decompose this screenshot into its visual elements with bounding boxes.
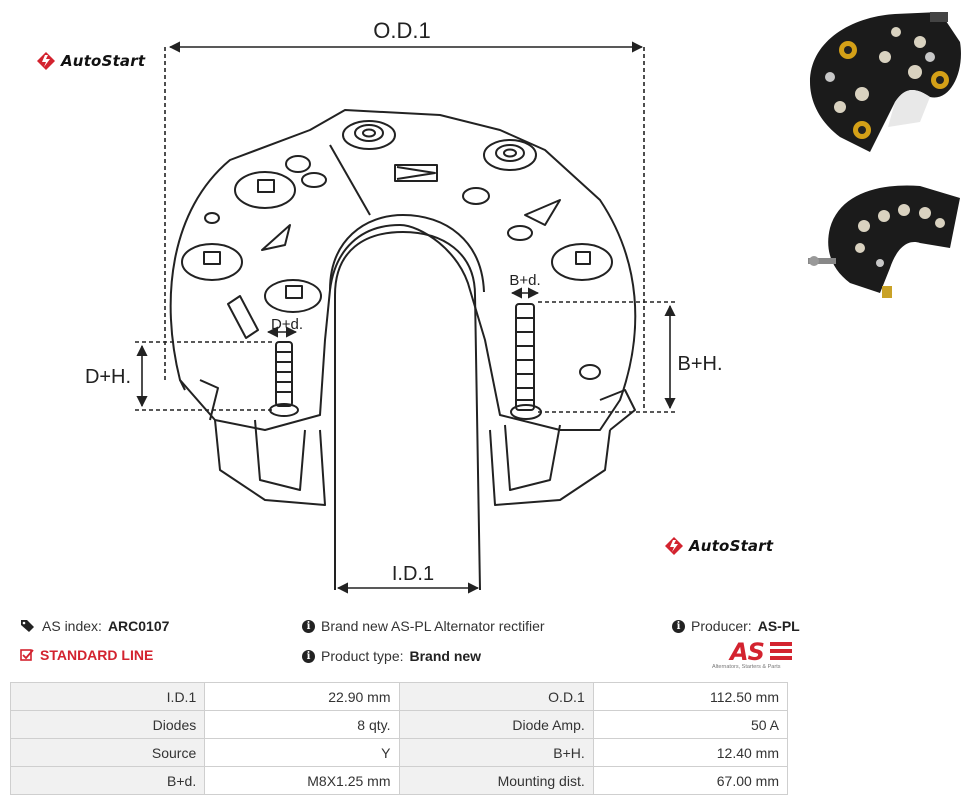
as-pl-logo[interactable]: AS Alternators, Starters & Parts bbox=[712, 638, 792, 672]
as-pl-logo-text: AS bbox=[730, 638, 765, 666]
autostart-logo-icon bbox=[37, 52, 55, 70]
rectifier-technical-drawing: O.D.1 I.D.1 D+H. D+d. B+d. B+H. bbox=[85, 18, 723, 594]
as-index: AS index: ARC0107 bbox=[20, 618, 169, 634]
spec-label: Source bbox=[9, 738, 206, 767]
as-pl-logo-tagline: Alternators, Starters & Parts bbox=[712, 664, 781, 670]
id1-label: I.D.1 bbox=[392, 563, 434, 585]
od1-label: O.D.1 bbox=[373, 18, 430, 43]
table-row: Source Y B+H. 12.40 mm bbox=[9, 738, 789, 767]
product-type: i Product type: Brand new bbox=[302, 648, 481, 664]
as-index-label: AS index: bbox=[42, 618, 102, 634]
info-icon: i bbox=[302, 649, 315, 663]
checkbox-icon bbox=[20, 649, 34, 661]
product-type-value: Brand new bbox=[409, 648, 482, 664]
product-photo-top[interactable] bbox=[800, 2, 970, 162]
standard-line-text: STANDARD LINE bbox=[40, 647, 154, 663]
spec-label: O.D.1 bbox=[398, 682, 594, 711]
autostart-logo-top: AutoStart bbox=[36, 51, 145, 71]
spec-label: B+d. bbox=[9, 766, 206, 795]
info-icon: i bbox=[672, 619, 685, 633]
as-pl-logo-stripes bbox=[770, 642, 792, 660]
as-index-value: ARC0107 bbox=[107, 618, 170, 634]
info-icon: i bbox=[302, 619, 315, 633]
table-row: B+d. M8X1.25 mm Mounting dist. 67.00 mm bbox=[9, 766, 789, 795]
autostart-logo-bottom: AutoStart bbox=[664, 536, 773, 556]
spec-value: 50 A bbox=[592, 710, 789, 739]
description-text: Brand new AS-PL Alternator rectifier bbox=[321, 618, 545, 634]
tags-icon bbox=[21, 620, 34, 632]
bh-label: B+H. bbox=[677, 353, 722, 375]
autostart-logo-icon bbox=[665, 537, 683, 555]
table-row: I.D.1 22.90 mm O.D.1 112.50 mm bbox=[9, 682, 789, 711]
spec-label: B+H. bbox=[398, 738, 594, 767]
product-photo-bottom[interactable] bbox=[800, 168, 970, 303]
autostart-logo-text: AutoStart bbox=[61, 52, 146, 70]
product-type-label: Product type: bbox=[321, 648, 404, 664]
table-row: Diodes 8 qty. Diode Amp. 50 A bbox=[9, 710, 789, 739]
dh-label: D+H. bbox=[85, 366, 131, 388]
spec-label: I.D.1 bbox=[9, 682, 206, 711]
producer-label: Producer: bbox=[691, 618, 752, 634]
producer: i Producer: AS-PL bbox=[672, 618, 800, 634]
spec-value: 12.40 mm bbox=[592, 738, 789, 767]
spec-label: Diodes bbox=[9, 710, 206, 739]
spec-value: 112.50 mm bbox=[592, 682, 789, 711]
specification-table: I.D.1 22.90 mm O.D.1 112.50 mm Diodes 8 … bbox=[9, 682, 789, 795]
autostart-logo-text: AutoStart bbox=[689, 537, 774, 555]
bd-label: B+d. bbox=[509, 272, 540, 289]
description: i Brand new AS-PL Alternator rectifier bbox=[302, 618, 545, 634]
spec-value: Y bbox=[204, 738, 400, 767]
spec-label: Mounting dist. bbox=[398, 766, 594, 795]
spec-value: 67.00 mm bbox=[592, 766, 789, 795]
dd-label: D+d. bbox=[271, 316, 303, 333]
spec-label: Diode Amp. bbox=[398, 710, 594, 739]
spec-value: M8X1.25 mm bbox=[204, 766, 400, 795]
producer-value: AS-PL bbox=[757, 618, 800, 634]
spec-value: 22.90 mm bbox=[204, 682, 400, 711]
standard-line-badge: STANDARD LINE bbox=[20, 647, 153, 663]
spec-value: 8 qty. bbox=[204, 710, 400, 739]
